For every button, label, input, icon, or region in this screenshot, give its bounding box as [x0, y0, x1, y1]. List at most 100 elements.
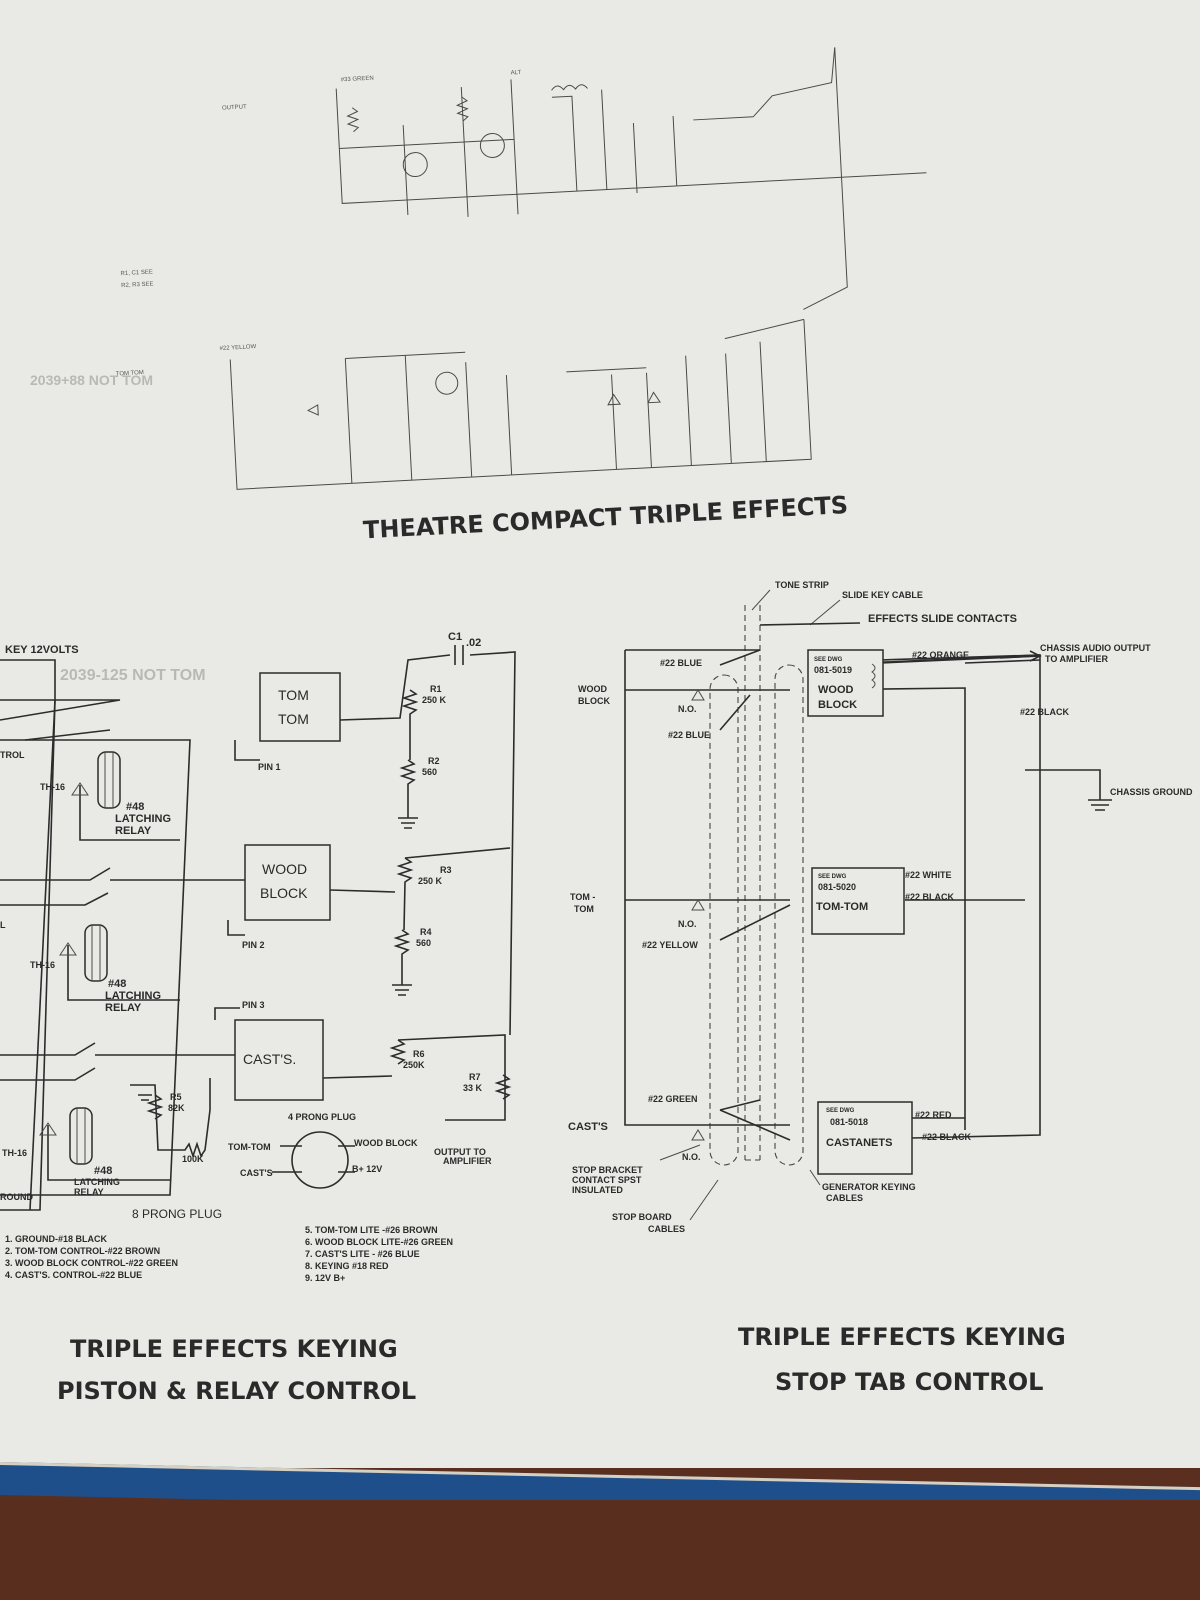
generator-l2: CABLES	[826, 1193, 863, 1203]
svg-text:2039-125 NOT TOM: 2039-125 NOT TOM	[60, 667, 206, 684]
box-wood-l1: WOOD	[818, 684, 853, 696]
note-5: 5. TOM-TOM LITE -#26 BROWN	[305, 1225, 438, 1235]
svg-text:OUTPUT: OUTPUT	[222, 104, 247, 111]
stop-board-l2: CABLES	[648, 1224, 685, 1234]
box-tom-see: SEE DWG	[818, 874, 847, 880]
no-b: N.O.	[678, 919, 697, 929]
relay-c-line2: LATCHING	[74, 1177, 120, 1187]
svg-text:R2, R3 SEE: R2, R3 SEE	[121, 281, 154, 289]
wire-22-orange: #22 ORANGE	[912, 650, 969, 660]
casts-box-label: CAST'S.	[243, 1051, 296, 1067]
tone-strip-label: TONE STRIP	[775, 580, 829, 590]
tomtom-box-l1: TOM	[278, 687, 309, 703]
stop-bracket-l3: INSULATED	[572, 1185, 623, 1195]
piston-title-line2: PISTON & RELAY CONTROL	[57, 1377, 416, 1405]
r1-value: 250 K	[422, 695, 447, 705]
note-1: 1. GROUND-#18 BLACK	[5, 1234, 108, 1244]
pin2-label: PIN 2	[242, 940, 265, 950]
note-9: 9. 12V B+	[305, 1273, 345, 1283]
output-l1: OUTPUT TO	[434, 1147, 486, 1157]
round-label: ROUND	[0, 1192, 33, 1202]
effects-slide-label: EFFECTS SLIDE CONTACTS	[868, 613, 1017, 625]
right-wood-l2: BLOCK	[578, 696, 610, 706]
r7-label: R7	[469, 1072, 481, 1082]
svg-text:2039+88 NOT TOM: 2039+88 NOT TOM	[30, 372, 153, 388]
edge-l-label: L	[0, 920, 6, 930]
piston-title-line1: TRIPLE EFFECTS KEYING	[70, 1335, 398, 1363]
no-c: N.O.	[682, 1152, 701, 1162]
wire-22-black-c: #22 BLACK	[922, 1132, 972, 1142]
chassis-ground-label: CHASSIS GROUND	[1110, 787, 1193, 797]
svg-text:R1, C1 SEE: R1, C1 SEE	[120, 269, 153, 277]
r2-value: 560	[422, 767, 437, 777]
plug-casts: CAST'S	[240, 1168, 273, 1178]
generator-l1: GENERATOR KEYING	[822, 1182, 916, 1192]
right-wood-l1: WOOD	[578, 684, 607, 694]
pin1-label: PIN 1	[258, 762, 281, 772]
output-l2: AMPLIFIER	[443, 1156, 492, 1166]
stop-title-line1: TRIPLE EFFECTS KEYING	[738, 1323, 1066, 1351]
relay-b-line3: RELAY	[105, 1002, 142, 1014]
box-tom-tom	[811, 867, 905, 935]
wire-22-red: #22 RED	[915, 1110, 952, 1120]
wire-22-blue-b: #22 BLUE	[668, 730, 710, 740]
svg-text:#33 GREEN: #33 GREEN	[341, 76, 374, 84]
wood-block-box-l2: BLOCK	[260, 885, 308, 901]
box-wood-see: SEE DWG	[814, 657, 843, 663]
c1-value: .02	[466, 637, 481, 649]
tomtom-box	[259, 672, 341, 742]
box-tom-num: 081-5020	[818, 882, 856, 892]
wire-22-green: #22 GREEN	[648, 1094, 698, 1104]
stop-bracket-l2: CONTACT SPST	[572, 1175, 642, 1185]
r-100k-label: 100K	[182, 1154, 204, 1164]
note-2: 2. TOM-TOM CONTROL-#22 BROWN	[5, 1246, 160, 1256]
pin3-label: PIN 3	[242, 1000, 265, 1010]
r3-label: R3	[440, 865, 452, 875]
relay-a-line1: #48	[126, 801, 144, 813]
box-cast-num: 081-5018	[830, 1117, 868, 1127]
slide-key-cable-label: SLIDE KEY CABLE	[842, 590, 923, 600]
r4-value: 560	[416, 938, 431, 948]
svg-text:#22 YELLOW: #22 YELLOW	[220, 344, 257, 352]
plug-b12: B+ 12V	[352, 1164, 382, 1174]
wire-22-blue-a: #22 BLUE	[660, 658, 702, 668]
box-tom-name: TOM-TOM	[816, 901, 868, 913]
relay-b-line2: LATCHING	[105, 990, 161, 1002]
relay-a-line3: RELAY	[115, 825, 152, 837]
stop-board-l1: STOP BOARD	[612, 1212, 672, 1222]
r6-value: 250K	[403, 1060, 425, 1070]
wire-22-black-a: #22 BLACK	[1020, 707, 1070, 717]
piston-relay-diagram: TH-16 #48 LATCHING RELAY TH-16 #48 LATCH…	[0, 631, 516, 1283]
note-3: 3. WOOD BLOCK CONTROL-#22 GREEN	[5, 1258, 178, 1268]
box-cast-name: CASTANETS	[826, 1137, 892, 1149]
prong4-label: 4 PRONG PLUG	[288, 1112, 356, 1122]
wire-22-white: #22 WHITE	[905, 870, 952, 880]
ghost-text: 2039-125 NOT TOM 2039+88 NOT TOM	[30, 372, 206, 684]
tomtom-box-l2: TOM	[278, 711, 309, 727]
relay-b-line1: #48	[108, 978, 126, 990]
box-wood-l2: BLOCK	[818, 699, 857, 711]
plug-tomtom: TOM-TOM	[228, 1142, 271, 1152]
relay-c-line3: RELAY	[74, 1187, 104, 1197]
r7-value: 33 K	[463, 1083, 483, 1093]
r3-value: 250 K	[418, 876, 443, 886]
r1-label: R1	[430, 684, 442, 694]
note-7: 7. CAST'S LITE - #26 BLUE	[305, 1249, 420, 1259]
box-wood-num: 081-5019	[814, 665, 852, 675]
casts-box	[234, 1019, 324, 1101]
r5-value: 82K	[168, 1103, 185, 1113]
r6-label: R6	[413, 1049, 425, 1059]
wood-block-box	[244, 844, 331, 921]
prong8-label: 8 PRONG PLUG	[132, 1207, 222, 1221]
note-6: 6. WOOD BLOCK LITE-#26 GREEN	[305, 1237, 453, 1247]
chassis-audio-l2: TO AMPLIFIER	[1045, 654, 1109, 664]
right-tom-l1: TOM -	[570, 892, 595, 902]
th16-b: TH-16	[30, 960, 55, 970]
box-castanets	[817, 1101, 913, 1175]
stop-bracket-l1: STOP BRACKET	[572, 1165, 643, 1175]
th16-c: TH-16	[2, 1148, 27, 1158]
schematic-diagram: #33 GREEN ALT OUTPUT R1, C1 SEE R2, R3 S…	[0, 47, 1193, 1405]
theatre-circuit: #33 GREEN ALT OUTPUT R1, C1 SEE R2, R3 S…	[116, 47, 927, 490]
four-prong-plug	[291, 1131, 349, 1189]
